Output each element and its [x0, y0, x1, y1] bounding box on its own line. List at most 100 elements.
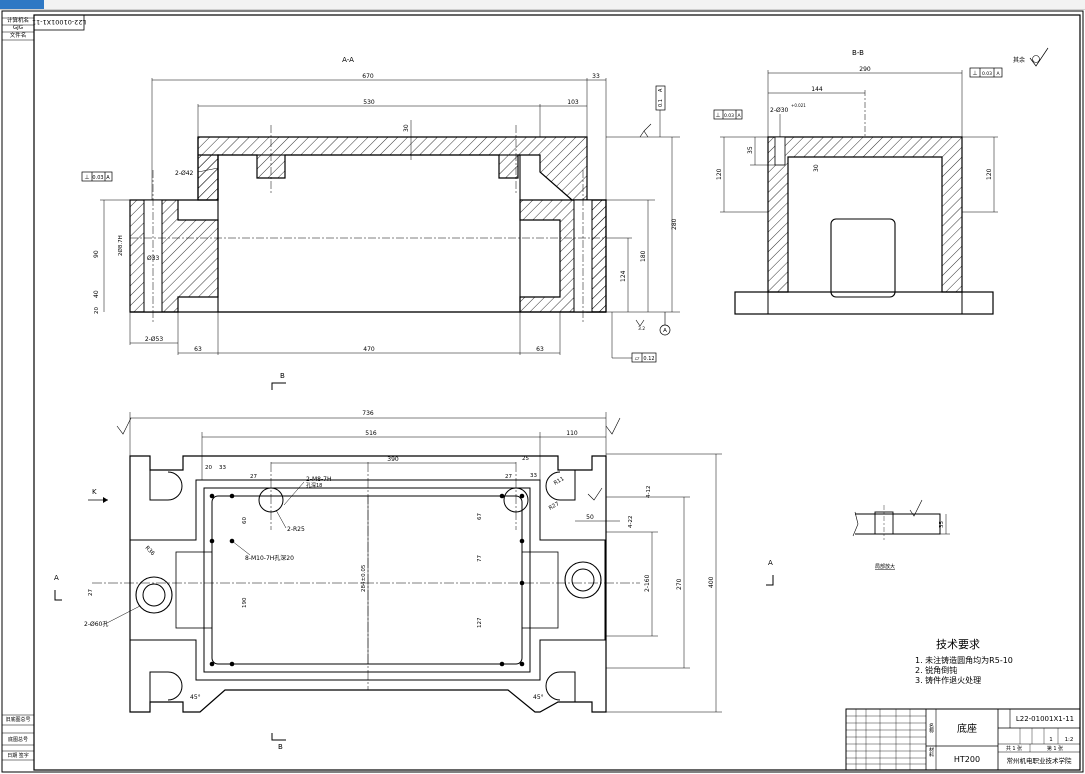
callout-tap2: 8-M10-7H孔深20	[245, 554, 294, 562]
plan-dim-33b: 33	[530, 473, 537, 479]
plan-dim-25: 25	[522, 456, 529, 462]
plan-dim-50: 50	[586, 514, 594, 521]
note-3: 3. 铸件作退火处理	[915, 675, 981, 685]
bb-perp-tol: 0.03	[724, 113, 734, 119]
bb-hole-tol: +0.021	[791, 103, 806, 108]
section-bb-title: B-B	[852, 49, 864, 57]
aa-perp-datum: A	[106, 175, 110, 181]
bb-dim-35: 35	[747, 146, 754, 154]
dim-33: 33	[592, 73, 600, 80]
outer-border	[1, 10, 1084, 773]
strip-row-1: 计算机名	[7, 16, 29, 24]
plan-dim-20: 20	[205, 465, 212, 471]
label-name: 名称	[928, 722, 934, 734]
plan-dim-400: 400	[708, 576, 715, 588]
aa-par-datum: A	[658, 88, 664, 92]
plan-dim-270: 270	[676, 578, 683, 590]
dim-670: 670	[362, 73, 374, 80]
title-block: 名称 材料 底座 HT200 L22-01001X1-11 1 1:2 共 1 …	[845, 708, 1081, 771]
section-aa-title: A-A	[342, 56, 354, 64]
plan-dim-4-22: 4-22	[628, 516, 634, 528]
angle-left: 45°	[190, 694, 201, 701]
section-a-right: A	[768, 559, 773, 567]
strip-row-2: GJG	[13, 25, 23, 31]
section-b-bottom: B	[278, 743, 283, 751]
plan-dim-60: 60	[242, 517, 248, 524]
angle-right: 45°	[533, 694, 544, 701]
callout-hole-mid: Ø33	[147, 255, 160, 262]
strip-row-3: 文件名	[10, 31, 27, 39]
bb-dim-120-left: 120	[716, 168, 723, 180]
bb-box-datum: A	[996, 71, 1000, 77]
bb-dim-120-right: 120	[986, 168, 993, 180]
material: HT200	[954, 755, 980, 764]
bb-dim-30: 30	[813, 164, 820, 172]
aa-par-tol: 0.1	[658, 99, 664, 107]
callout-r27: R27	[548, 501, 561, 512]
strip-bottom-1: 旧底图总号	[5, 716, 30, 723]
dim-30: 30	[403, 124, 410, 132]
note-1: 1. 未注铸造圆角均为R5-10	[915, 655, 1013, 665]
plan-dim-77: 77	[477, 555, 483, 562]
fit-label: 2Ø8.7H	[117, 235, 124, 256]
plan-dim-67: 67	[477, 513, 483, 520]
sheet-no: 第 1 张	[1047, 745, 1063, 752]
plan-dim-110: 110	[566, 430, 578, 437]
plan-view: 736 516 110 390 20 33 27 27 25 33 400 27…	[54, 372, 774, 751]
bb-perp-datum: A	[737, 113, 741, 119]
bb-hole: 2-Ø30	[770, 107, 789, 114]
datum-a: A	[663, 328, 667, 334]
side-strip: 计算机名 GJG 文件名 旧底图总号 底图总号 日期 签字	[2, 16, 34, 761]
dim-180: 180	[640, 250, 647, 262]
aa-flat-tol: 0.12	[643, 356, 654, 362]
scale: 1:2	[1065, 737, 1074, 743]
plan-dim-190: 190	[242, 597, 248, 608]
plan-dim-390: 390	[387, 456, 399, 463]
window-toolbar	[0, 0, 1085, 10]
callout-radius: 2-R25	[287, 526, 305, 533]
plan-dim-27-left: 27	[88, 589, 94, 596]
section-bb-view: B-B 其余 290 144 120 120 35 30 2-Ø3	[713, 47, 1049, 315]
note-2: 2. 锐角倒钝	[915, 665, 957, 675]
plan-dim-4-12: 4-12	[646, 486, 652, 498]
aa-roughness: 3.2	[638, 326, 645, 332]
active-tab[interactable]	[0, 0, 44, 9]
plan-dim-516: 516	[365, 430, 377, 437]
dim-530: 530	[363, 99, 375, 106]
callout-hole-left: 2-Ø60孔	[84, 620, 108, 628]
part-name: 底座	[957, 722, 977, 735]
svg-text:⊥: ⊥	[715, 112, 720, 119]
dim-124: 124	[620, 270, 627, 282]
svg-text:⊥: ⊥	[972, 70, 977, 77]
sheet-total: 共 1 张	[1006, 745, 1022, 752]
bb-dim-144: 144	[811, 86, 823, 93]
dim-left-63: 63	[194, 346, 202, 353]
bb-dim-290: 290	[859, 66, 871, 73]
detail-view: 35 局部放大	[852, 499, 950, 570]
section-a-left: A	[54, 574, 59, 582]
plan-dim-2-160: 2-160	[644, 574, 651, 592]
rest-label: 其余	[1013, 56, 1025, 64]
plan-dim-736: 736	[362, 410, 374, 417]
svg-text:⊥: ⊥	[84, 174, 89, 181]
dim-40: 40	[93, 290, 100, 298]
svg-text:▱: ▱	[635, 355, 640, 362]
callout-r11: R11	[553, 476, 565, 487]
detail-dim-35: 35	[939, 521, 945, 528]
dim-90: 90	[93, 250, 100, 258]
bb-box-tol: 0.03	[982, 71, 992, 77]
callout-r36: R36	[144, 545, 156, 557]
drawing-number-box: L22-01001X1-11	[32, 18, 86, 26]
label-material: 材料	[928, 746, 934, 758]
plan-dim-27b: 27	[505, 474, 512, 480]
dim-280: 280	[671, 218, 678, 230]
school: 常州机电职业技术学院	[1007, 756, 1073, 765]
section-aa-view: A-A 670 33 530 103 30	[81, 56, 680, 363]
callout-hole-top: 2-Ø42	[175, 170, 194, 177]
technical-notes: 技术要求 1. 未注铸造圆角均为R5-10 2. 锐角倒钝 3. 铸件作退火处理	[915, 638, 1013, 685]
section-b-top: B	[280, 372, 285, 380]
plan-dim-center-vert: 284±0.05	[361, 564, 367, 592]
dim-103: 103	[567, 99, 579, 106]
plan-dim-27a: 27	[250, 474, 257, 480]
